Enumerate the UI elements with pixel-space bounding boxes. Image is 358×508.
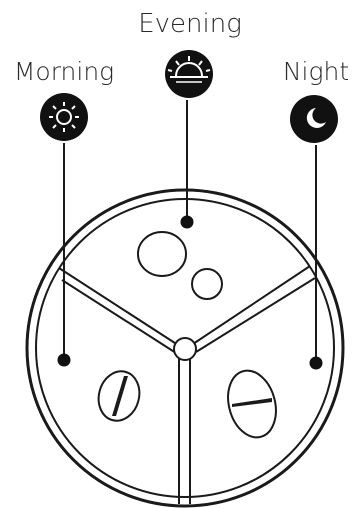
morning-pill: [93, 367, 145, 426]
night-pill: [221, 365, 283, 443]
evening-pills: [138, 232, 222, 299]
sunset-icon: [165, 50, 213, 98]
night-label: Night: [283, 57, 349, 86]
sun-icon: [40, 93, 88, 141]
evening-label: Evening: [138, 9, 242, 39]
pill-box: [27, 190, 343, 506]
morning-label: Morning: [14, 57, 114, 86]
evening-leader: [181, 100, 194, 229]
moon-icon: [290, 95, 338, 143]
center-hub: [174, 338, 196, 360]
